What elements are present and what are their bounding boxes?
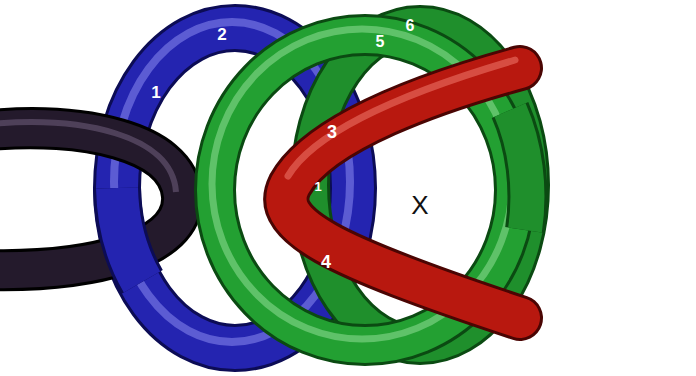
callout-number: 6	[406, 18, 415, 34]
red-tube	[286, 60, 520, 318]
green-ring-over	[510, 110, 527, 230]
callout-number: 2	[217, 26, 226, 43]
callout-number: 1	[314, 180, 321, 193]
callout-number: 5	[376, 34, 385, 50]
callout-number: 4	[321, 253, 331, 271]
callout-number: X	[411, 192, 428, 218]
black-loop	[0, 122, 182, 270]
green-ring	[212, 25, 530, 345]
callout-number: 3	[327, 123, 337, 141]
blue-ring-over	[117, 188, 142, 282]
callout-number: 1	[151, 84, 160, 101]
